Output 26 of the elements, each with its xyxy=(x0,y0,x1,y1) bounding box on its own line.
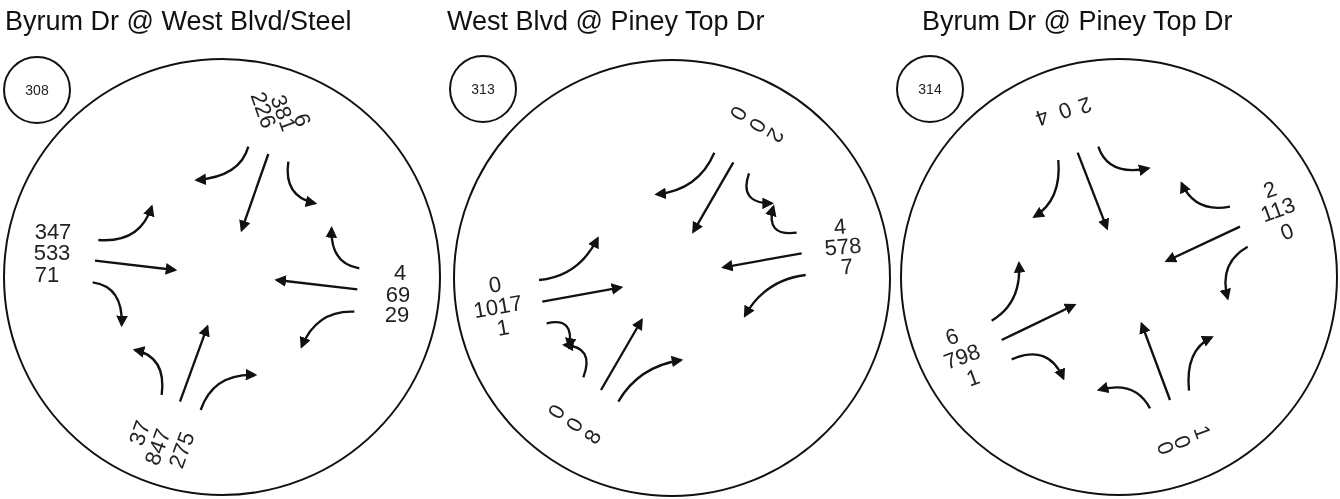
traffic-count: 2 xyxy=(1260,177,1280,203)
traffic-count: 2 xyxy=(1075,92,1095,118)
traffic-count: 533 xyxy=(33,242,71,264)
traffic-count: 4 xyxy=(1032,104,1052,130)
traffic-count: 6 xyxy=(942,324,962,350)
traffic-count: 29 xyxy=(384,304,410,326)
traffic-count: 1 xyxy=(1189,422,1215,442)
traffic-count: 4 xyxy=(832,215,848,239)
intersection-title: Byrum Dr @ Piney Top Dr xyxy=(922,6,1233,37)
traffic-count: 7 xyxy=(839,255,855,279)
intersection-circle xyxy=(3,58,441,496)
intersection-title: West Blvd @ Piney Top Dr xyxy=(447,6,765,37)
intersection-title: Byrum Dr @ West Blvd/Steel xyxy=(5,6,352,37)
traffic-count: 4 xyxy=(393,262,407,284)
traffic-count: 1 xyxy=(495,316,511,340)
intersection-circle xyxy=(900,58,1338,496)
traffic-count: 0 xyxy=(1055,97,1075,123)
traffic-count: 1 xyxy=(963,365,983,391)
intersection-circle xyxy=(453,59,891,497)
traffic-count: 347 xyxy=(34,221,72,243)
traffic-count: 0 xyxy=(725,102,751,124)
traffic-count: 0 xyxy=(487,273,503,297)
traffic-count: 69 xyxy=(385,284,411,306)
traffic-count: 0 xyxy=(1277,219,1297,245)
intersection-number-circle: 313 xyxy=(449,55,517,123)
traffic-count: 71 xyxy=(34,264,60,286)
